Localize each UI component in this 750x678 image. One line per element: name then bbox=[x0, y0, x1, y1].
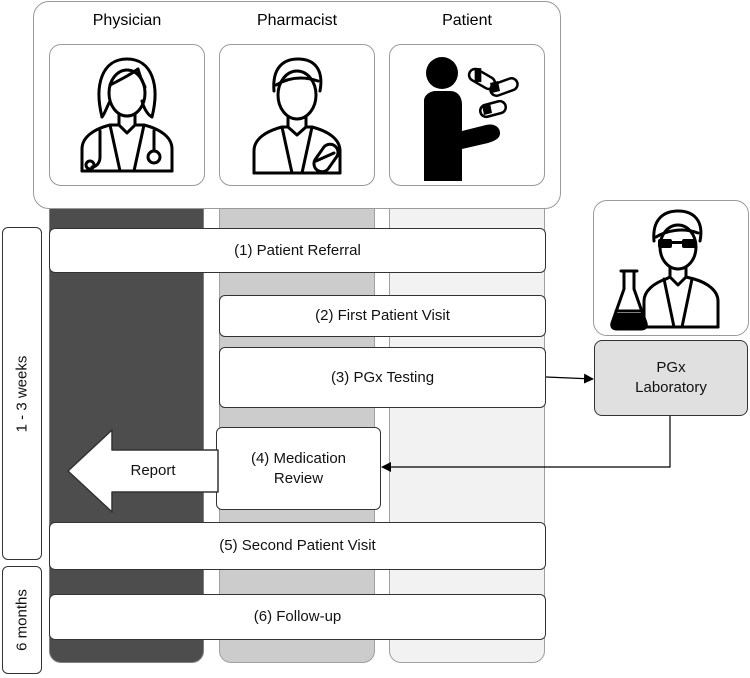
pharmacist-label: Pharmacist bbox=[256, 12, 338, 29]
step-patient-referral: (1) Patient Referral bbox=[49, 228, 546, 273]
report-arrow bbox=[67, 429, 219, 513]
physician-lane bbox=[49, 200, 204, 663]
lab-to-review-arrow bbox=[381, 416, 671, 472]
step-second-patient-visit: (5) Second Patient Visit bbox=[49, 522, 546, 570]
medication-review-line-1: (4) Medication bbox=[250, 449, 347, 467]
laboratory-card bbox=[593, 200, 749, 336]
male-pharmacist-icon bbox=[252, 57, 342, 175]
patient-label: Patient bbox=[442, 12, 492, 29]
step-pgx-testing: (3) PGx Testing bbox=[219, 347, 546, 408]
step-medication-review: (4) Medication Review bbox=[216, 427, 381, 510]
pgx-laboratory-box: PGx Laboratory bbox=[594, 340, 748, 416]
patient-card bbox=[389, 44, 545, 186]
pharmacist-card bbox=[219, 44, 375, 186]
patient-pills-icon bbox=[424, 57, 519, 181]
patient-lane bbox=[389, 200, 545, 663]
medication-review-line-2: Review bbox=[273, 469, 324, 487]
physician-label: Physician bbox=[92, 12, 162, 29]
report-label: Report bbox=[130, 462, 176, 479]
lab-scientist-icon bbox=[610, 209, 720, 331]
step-first-patient-visit: (2) First Patient Visit bbox=[219, 295, 546, 337]
physician-card bbox=[49, 44, 205, 186]
step-follow-up: (6) Follow-up bbox=[49, 594, 546, 640]
testing-to-lab-arrow bbox=[545, 373, 594, 384]
timeline-phase-1: 1 - 3 weeks bbox=[2, 227, 42, 560]
female-doctor-icon bbox=[80, 57, 174, 173]
roles-header: Physician Pharmacist Patient bbox=[33, 1, 561, 209]
laboratory-line-2: Laboratory bbox=[635, 379, 707, 396]
timeline-phase-2: 6 months bbox=[2, 566, 42, 674]
laboratory-line-1: PGx bbox=[656, 359, 686, 376]
